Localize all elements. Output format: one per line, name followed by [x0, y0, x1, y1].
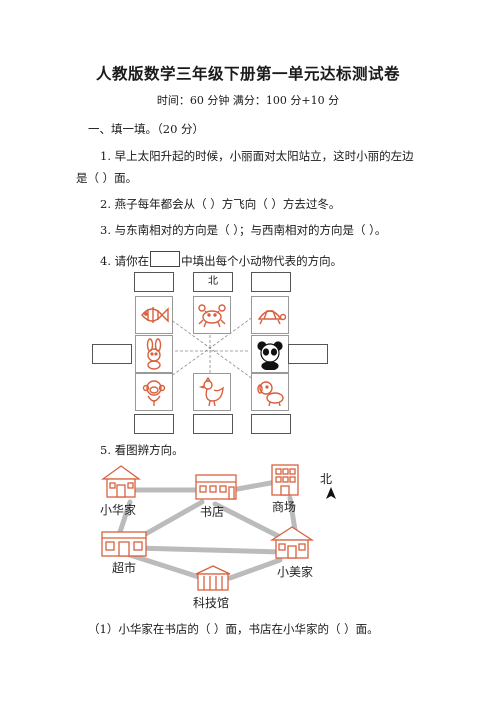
place-science-museum: 科技馆 [193, 596, 230, 610]
place-xiaohua-home: 小华家 [100, 503, 137, 517]
rabbit-cell [135, 335, 173, 373]
answer-box-south[interactable] [193, 414, 233, 434]
north-arrow-icon [326, 487, 336, 499]
question-1-line-2: 是（ ）面。 [76, 171, 138, 185]
question-4-suffix: 中填出每个小动物代表的方向。 [181, 254, 343, 268]
answer-box-northeast[interactable] [251, 272, 291, 292]
rooster-icon [198, 376, 224, 407]
turtle-cell [251, 296, 289, 334]
monkey-icon [142, 380, 166, 406]
bookstore-icon [195, 474, 237, 500]
place-bookstore: 书店 [200, 505, 225, 519]
panda-cell [251, 335, 289, 373]
monkey-cell [135, 373, 173, 411]
supermarket-icon [101, 531, 147, 557]
crab-cell [193, 296, 231, 334]
place-mall: 商场 [272, 500, 297, 514]
question-1-line-1: 1. 早上太阳升起的时候，小丽面对太阳站立，这时小丽的左边 [100, 149, 414, 163]
rabbit-icon [146, 338, 162, 370]
crab-icon [198, 304, 226, 328]
dog-cell [251, 373, 289, 411]
north-label: 北 [193, 272, 233, 292]
fish-icon [141, 307, 169, 323]
xiaohua-home-icon [100, 465, 142, 498]
question-5-part-1: （1）小华家在书店的（ ）面，书店在小华家的（ ）面。 [88, 622, 379, 636]
question-4: 4. 请你在 中填出每个小动物代表的方向。 [100, 251, 342, 269]
turtle-icon [257, 310, 286, 325]
answer-box-northwest[interactable] [134, 272, 174, 292]
map-north-label: 北 [320, 472, 333, 486]
answer-box-sample [150, 251, 181, 267]
mall-icon [271, 464, 299, 496]
section-heading: 一、填一填。（20 分） [88, 122, 205, 136]
fish-cell [135, 296, 173, 334]
answer-box-southeast[interactable] [251, 414, 291, 434]
answer-box-southwest[interactable] [134, 414, 174, 434]
answer-box-west[interactable] [92, 344, 132, 364]
question-4-prefix: 4. 请你在 [100, 254, 150, 268]
xiaomei-home-icon [270, 526, 314, 559]
question-3: 3. 与东南相对的方向是（ ）；与西南相对的方向是（ ）。 [100, 223, 387, 237]
rooster-cell [193, 373, 231, 411]
science-museum-icon [195, 565, 231, 591]
place-supermarket: 超市 [112, 561, 137, 575]
exam-info: 时间：60 分钟 满分：100 分+10 分 [156, 94, 340, 107]
question-2: 2. 燕子每年都会从（ ）方飞向（ ）方去过冬。 [100, 197, 341, 211]
panda-icon [257, 341, 283, 370]
dog-icon [257, 381, 284, 407]
answer-box-east[interactable] [288, 344, 328, 364]
question-5: 5. 看图辨方向。 [100, 443, 184, 457]
place-xiaomei-home: 小美家 [277, 565, 314, 579]
page-title: 人教版数学三年级下册第一单元达标测试卷 [95, 64, 400, 83]
